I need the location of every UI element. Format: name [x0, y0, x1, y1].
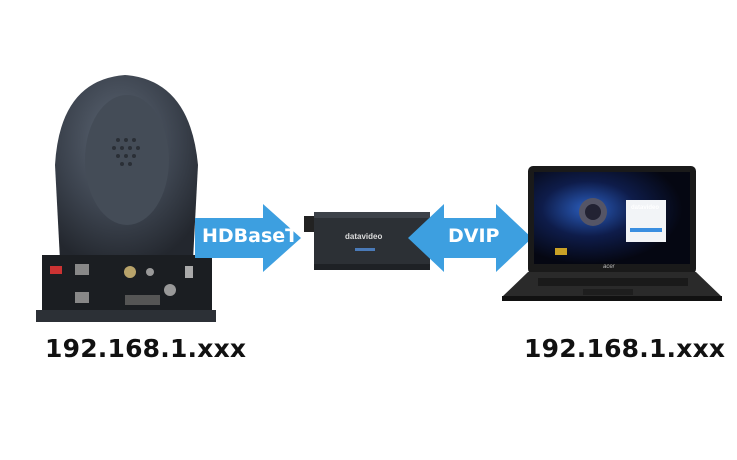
dvip-label: DVIP — [448, 225, 500, 247]
hdbaset-arrow — [195, 204, 301, 272]
hdbaset-label: HDBaseT — [202, 225, 299, 247]
hdbaset-converter-image — [304, 212, 430, 270]
laptop-brand: acer — [603, 264, 615, 270]
laptop-image — [502, 166, 722, 301]
camera-ip-label: 192.168.1.xxx — [45, 334, 247, 363]
converter-brand: datavideo — [345, 232, 383, 241]
laptop-screen-brand: datavideo — [631, 205, 660, 211]
dvip-arrow — [408, 204, 532, 272]
ptz-camera-image — [36, 75, 216, 322]
laptop-ip-label: 192.168.1.xxx — [524, 334, 726, 363]
